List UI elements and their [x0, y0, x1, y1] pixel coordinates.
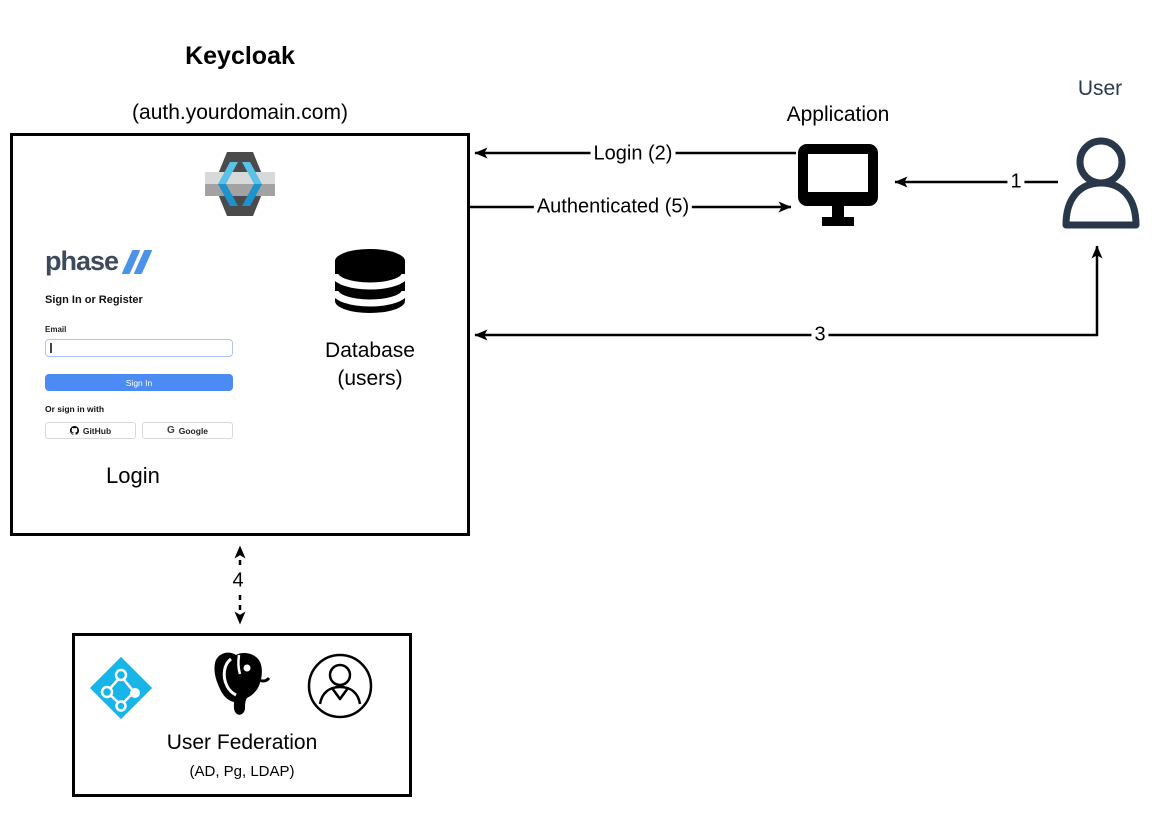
user-federation-label: User Federation [166, 731, 318, 754]
ldap-user-icon [307, 653, 373, 719]
edge-label-3: 3 [811, 323, 829, 347]
phase-brand-logo: phase [45, 245, 153, 276]
database-label: Database [325, 339, 415, 362]
phase-slashes-icon [121, 250, 153, 274]
keycloak-logo-icon [205, 152, 275, 216]
azure-ad-icon [89, 656, 153, 720]
edge-label-login-2: Login (2) [590, 142, 676, 166]
google-button-label: Google [178, 425, 209, 436]
user-federation-sublabel: (AD, Pg, LDAP) [189, 763, 295, 780]
github-button-label: GitHub [82, 425, 112, 436]
login-card: phase Sign In or Register Email Sign In … [45, 246, 233, 442]
postgresql-icon [214, 652, 271, 715]
email-field[interactable] [45, 339, 233, 357]
github-button[interactable]: GitHub [45, 422, 136, 439]
edge-label-4: 4 [229, 569, 247, 593]
sign-in-button[interactable]: Sign In [45, 374, 233, 391]
github-icon [69, 426, 79, 435]
keycloak-title: Keycloak [185, 42, 295, 70]
application-monitor-icon [798, 144, 878, 226]
database-icon [333, 249, 407, 313]
edge-label-authenticated-5: Authenticated (5) [533, 195, 693, 219]
keycloak-domain-label: (auth.yourdomain.com) [132, 101, 348, 124]
signin-heading: Sign In or Register [45, 294, 143, 306]
login-caption: Login [106, 463, 160, 488]
user-person-icon [1062, 137, 1140, 229]
sso-divider-text: Or sign in with [45, 404, 105, 414]
database-sublabel: (users) [337, 367, 403, 390]
application-label: Application [786, 103, 890, 126]
text-cursor [50, 343, 52, 353]
google-g-icon: G [166, 424, 175, 436]
phase-brand-text: phase [45, 245, 119, 276]
google-button[interactable]: G Google [142, 422, 233, 439]
edge-label-1: 1 [1007, 170, 1025, 194]
email-label: Email [45, 325, 67, 334]
user-label: User [1077, 77, 1123, 100]
sso-buttons-row: GitHub G Google [45, 422, 233, 439]
